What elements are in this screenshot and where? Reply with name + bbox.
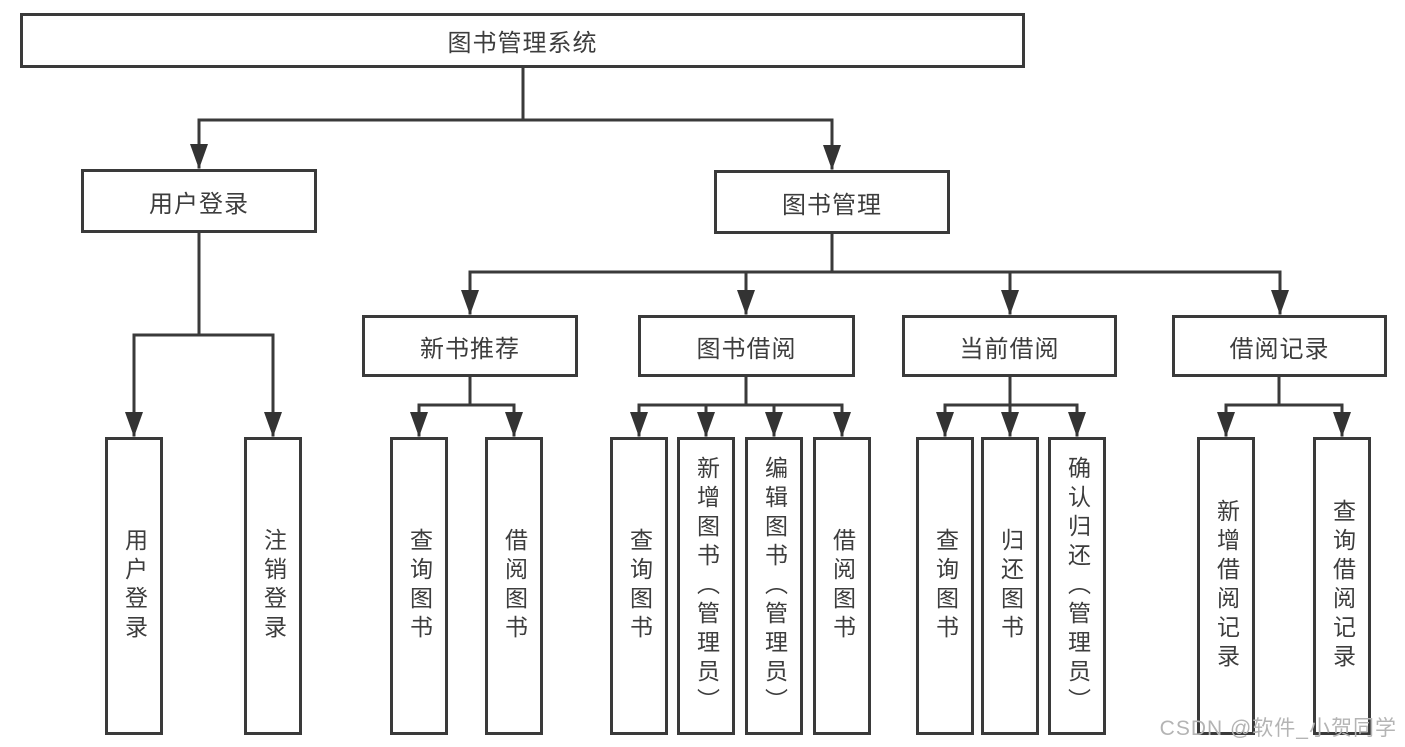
leaf-logout-login: 注销登录 [244,437,302,735]
node-borrow-record-label: 借阅记录 [1229,335,1330,363]
leaf-current-return-book-label: 归还图书 [997,528,1024,644]
leaf-current-return-book: 归还图书 [981,437,1039,735]
leaf-record-add-borrow-record: 新增借阅记录 [1197,437,1255,735]
leaf-borrow-add-book-admin-label: 新增图书（管理员） [693,455,720,717]
leaf-borrow-edit-book-admin-label: 编辑图书（管理员） [761,455,788,717]
leaf-record-add-borrow-record-label: 新增借阅记录 [1213,499,1240,673]
leaf-newrec-query-book-label: 查询图书 [406,528,433,644]
leaf-newrec-borrow-book-label: 借阅图书 [501,528,528,644]
node-book-management-label: 图书管理 [782,191,882,219]
leaf-borrow-query-book: 查询图书 [610,437,668,735]
leaf-newrec-query-book: 查询图书 [390,437,448,735]
csdn-watermark: CSDN @软件_小贺同学 [1159,717,1397,740]
leaf-borrow-add-book-admin: 新增图书（管理员） [677,437,735,735]
node-book-borrow-label: 图书借阅 [696,335,797,363]
node-user-login: 用户登录 [81,169,317,233]
leaf-borrow-borrow-book: 借阅图书 [813,437,871,735]
node-new-book-recommend: 新书推荐 [362,315,578,377]
node-book-management: 图书管理 [714,170,950,234]
leaf-newrec-borrow-book: 借阅图书 [485,437,543,735]
leaf-borrow-edit-book-admin: 编辑图书（管理员） [745,437,803,735]
node-new-book-recommend-label: 新书推荐 [420,335,520,363]
leaf-logout-login-label: 注销登录 [260,528,287,644]
leaf-current-query-book: 查询图书 [916,437,974,735]
node-library-system-label: 图书管理系统 [447,30,598,57]
leaf-borrow-query-book-label: 查询图书 [626,528,653,644]
node-current-borrow: 当前借阅 [902,315,1117,377]
leaf-user-login-label: 用户登录 [121,528,148,644]
leaf-record-query-borrow-record: 查询借阅记录 [1313,437,1371,735]
leaf-user-login: 用户登录 [105,437,163,735]
leaf-record-query-borrow-record-label: 查询借阅记录 [1329,499,1356,673]
leaf-current-confirm-return-admin: 确认归还（管理员） [1048,437,1106,735]
node-current-borrow-label: 当前借阅 [959,335,1060,363]
leaf-borrow-borrow-book-label: 借阅图书 [829,528,856,644]
leaf-current-query-book-label: 查询图书 [932,528,959,644]
node-library-system: 图书管理系统 [20,13,1025,68]
leaf-current-confirm-return-admin-label: 确认归还（管理员） [1064,455,1091,717]
node-user-login-label: 用户登录 [149,190,249,218]
node-borrow-record: 借阅记录 [1172,315,1387,377]
node-book-borrow: 图书借阅 [638,315,855,377]
